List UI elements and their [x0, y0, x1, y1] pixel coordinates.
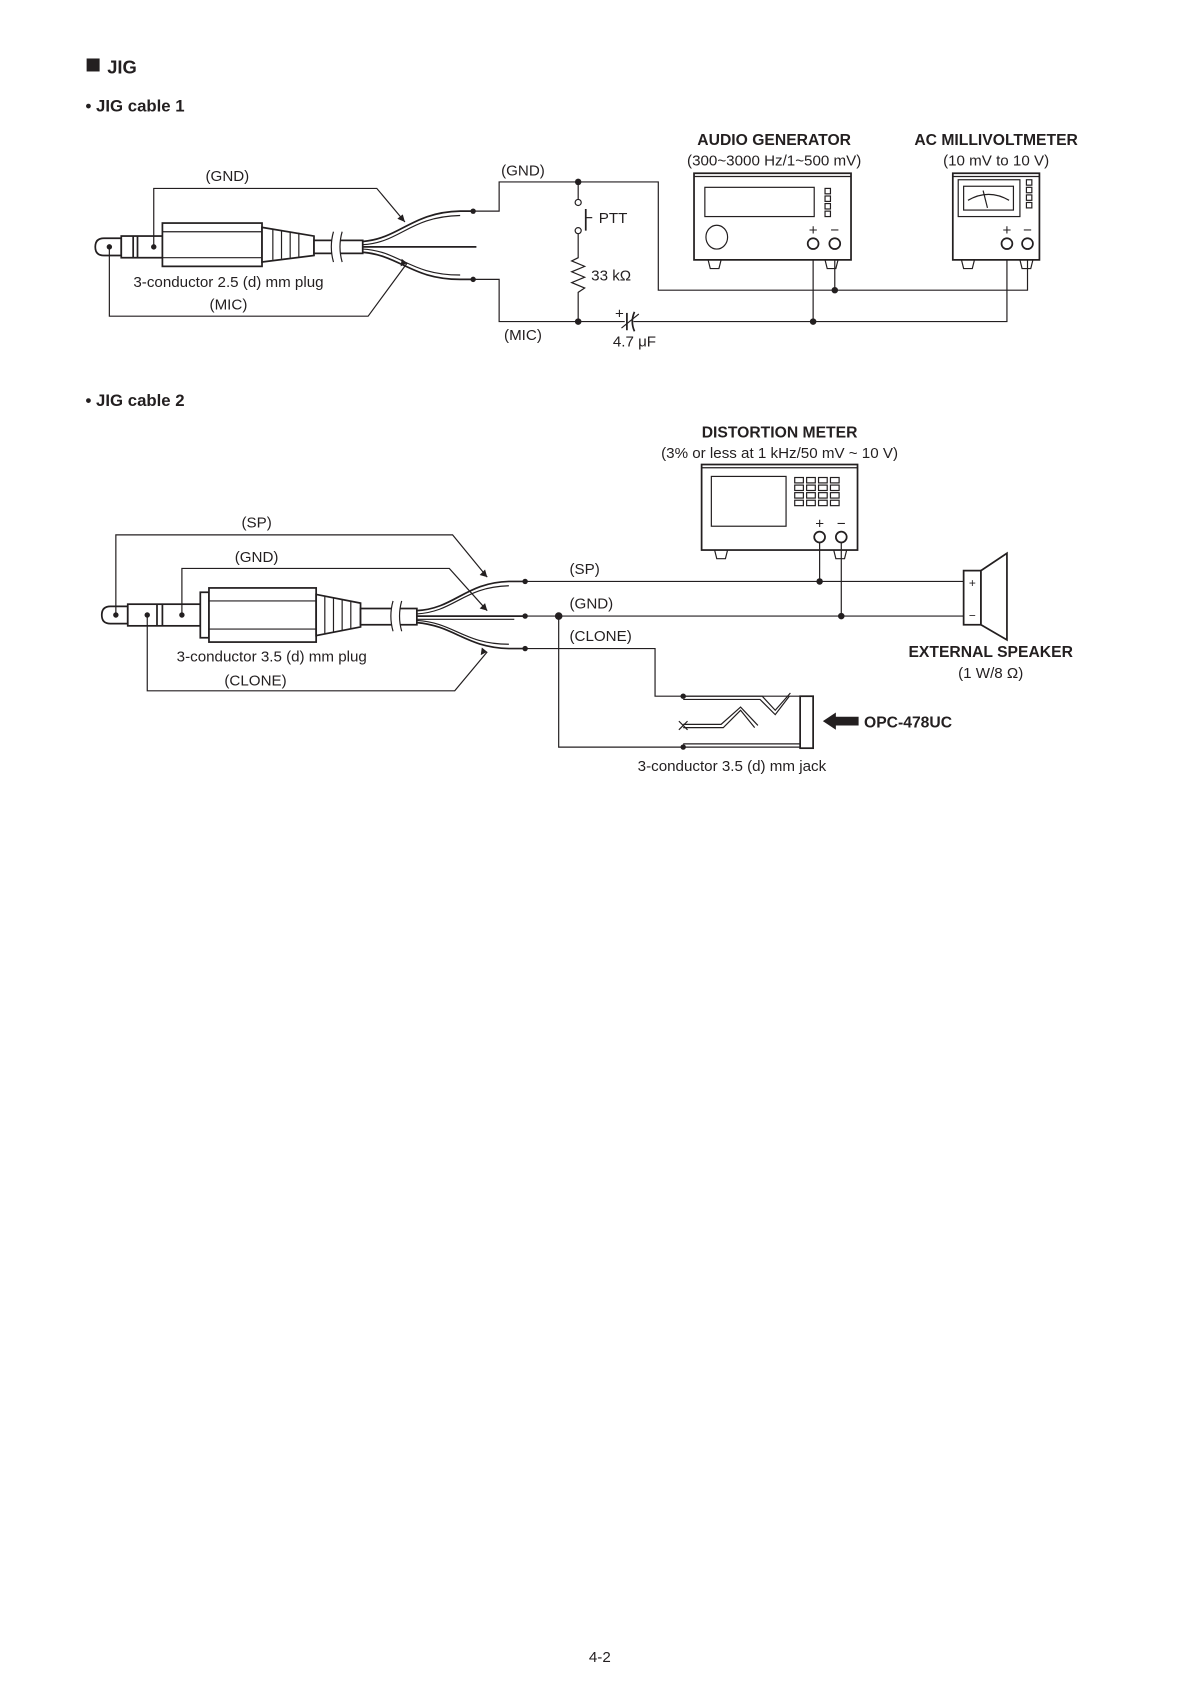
meter-button	[794, 476, 804, 484]
insert-arrow-icon	[822, 712, 859, 730]
cable2-title: • JIG cable 2	[86, 391, 185, 410]
meter-button	[806, 484, 816, 492]
speaker-plus: +	[969, 576, 976, 590]
cable2-wires	[416, 578, 528, 652]
millivoltmeter-title: AC MILLIVOLTMETER	[914, 132, 1078, 149]
cable2-sp-label: (SP)	[241, 514, 271, 531]
meter-button	[794, 484, 804, 492]
jack-3-5mm	[678, 692, 814, 750]
meter-button	[817, 499, 828, 507]
cable1-mic-label: (MIC)	[210, 297, 248, 314]
speaker-minus: −	[969, 608, 976, 622]
cable1-gnd-label: (GND)	[206, 168, 250, 185]
audio-generator-title: AUDIO GENERATOR	[697, 132, 851, 149]
plug-2-5mm	[94, 222, 364, 268]
ac-millivoltmeter	[951, 172, 1041, 270]
page-number: 4-2	[589, 1649, 611, 1666]
line-clone-label: (CLONE)	[570, 628, 632, 645]
cable2-clone-label: (CLONE)	[224, 672, 286, 689]
section-title: JIG	[107, 57, 137, 78]
line-sp-label: (SP)	[570, 561, 600, 578]
capacitor-4-7uf	[621, 311, 640, 332]
resistor-33k	[570, 233, 587, 322]
meter-button	[806, 492, 816, 499]
meter-button	[794, 492, 804, 499]
cable2-gnd-label: (GND)	[235, 549, 279, 566]
distortion-meter-spec: (3% or less at 1 kHz/50 mV ~ 10 V)	[661, 445, 898, 462]
speaker-spec: (1 W/8 Ω)	[958, 665, 1023, 682]
section-square-icon	[86, 58, 100, 72]
circuit-gnd-label: (GND)	[501, 162, 545, 179]
cable1-plug-label: 3-conductor 2.5 (d) mm plug	[133, 274, 323, 291]
meter-button	[817, 476, 828, 484]
distortion-meter-title: DISTORTION METER	[702, 424, 858, 441]
meter-button	[829, 492, 840, 499]
cable2-plug-label: 3-conductor 3.5 (d) mm plug	[177, 649, 367, 666]
ptt-switch	[574, 181, 593, 235]
connector-label: OPC-478UC	[864, 715, 952, 732]
audio-generator-spec: (300~3000 Hz/1~500 mV)	[687, 153, 861, 170]
audio-generator-minus: −	[830, 222, 839, 239]
distortion-meter-minus: −	[837, 515, 846, 532]
millivoltmeter-plus: +	[1003, 222, 1012, 239]
meter-button	[817, 484, 828, 492]
meter-button	[806, 499, 816, 507]
cable1-title: • JIG cable 1	[86, 97, 185, 116]
cable1-wires	[362, 208, 477, 283]
distortion-meter-plus: +	[815, 515, 824, 532]
plug-3-5mm	[100, 587, 418, 643]
meter-button	[806, 476, 816, 484]
resistor-label: 33 kΩ	[591, 267, 631, 284]
circuit-mic-label: (MIC)	[504, 327, 542, 344]
meter-button	[794, 499, 804, 507]
meter-button	[829, 476, 840, 484]
capacitor-plus: +	[615, 305, 624, 322]
external-speaker	[962, 551, 1008, 642]
millivoltmeter-minus: −	[1023, 222, 1032, 239]
distortion-meter	[700, 463, 859, 560]
speaker-title: EXTERNAL SPEAKER	[908, 644, 1072, 661]
audio-generator	[693, 172, 852, 270]
ptt-label: PTT	[599, 210, 628, 227]
jack-label: 3-conductor 3.5 (d) mm jack	[638, 758, 827, 775]
audio-generator-plus: +	[809, 222, 818, 239]
line-gnd-label: (GND)	[570, 596, 614, 613]
capacitor-label: 4.7 μF	[613, 333, 656, 350]
meter-button	[829, 484, 840, 492]
millivoltmeter-spec: (10 mV to 10 V)	[943, 153, 1049, 170]
meter-button	[829, 499, 840, 507]
meter-button	[817, 492, 828, 499]
